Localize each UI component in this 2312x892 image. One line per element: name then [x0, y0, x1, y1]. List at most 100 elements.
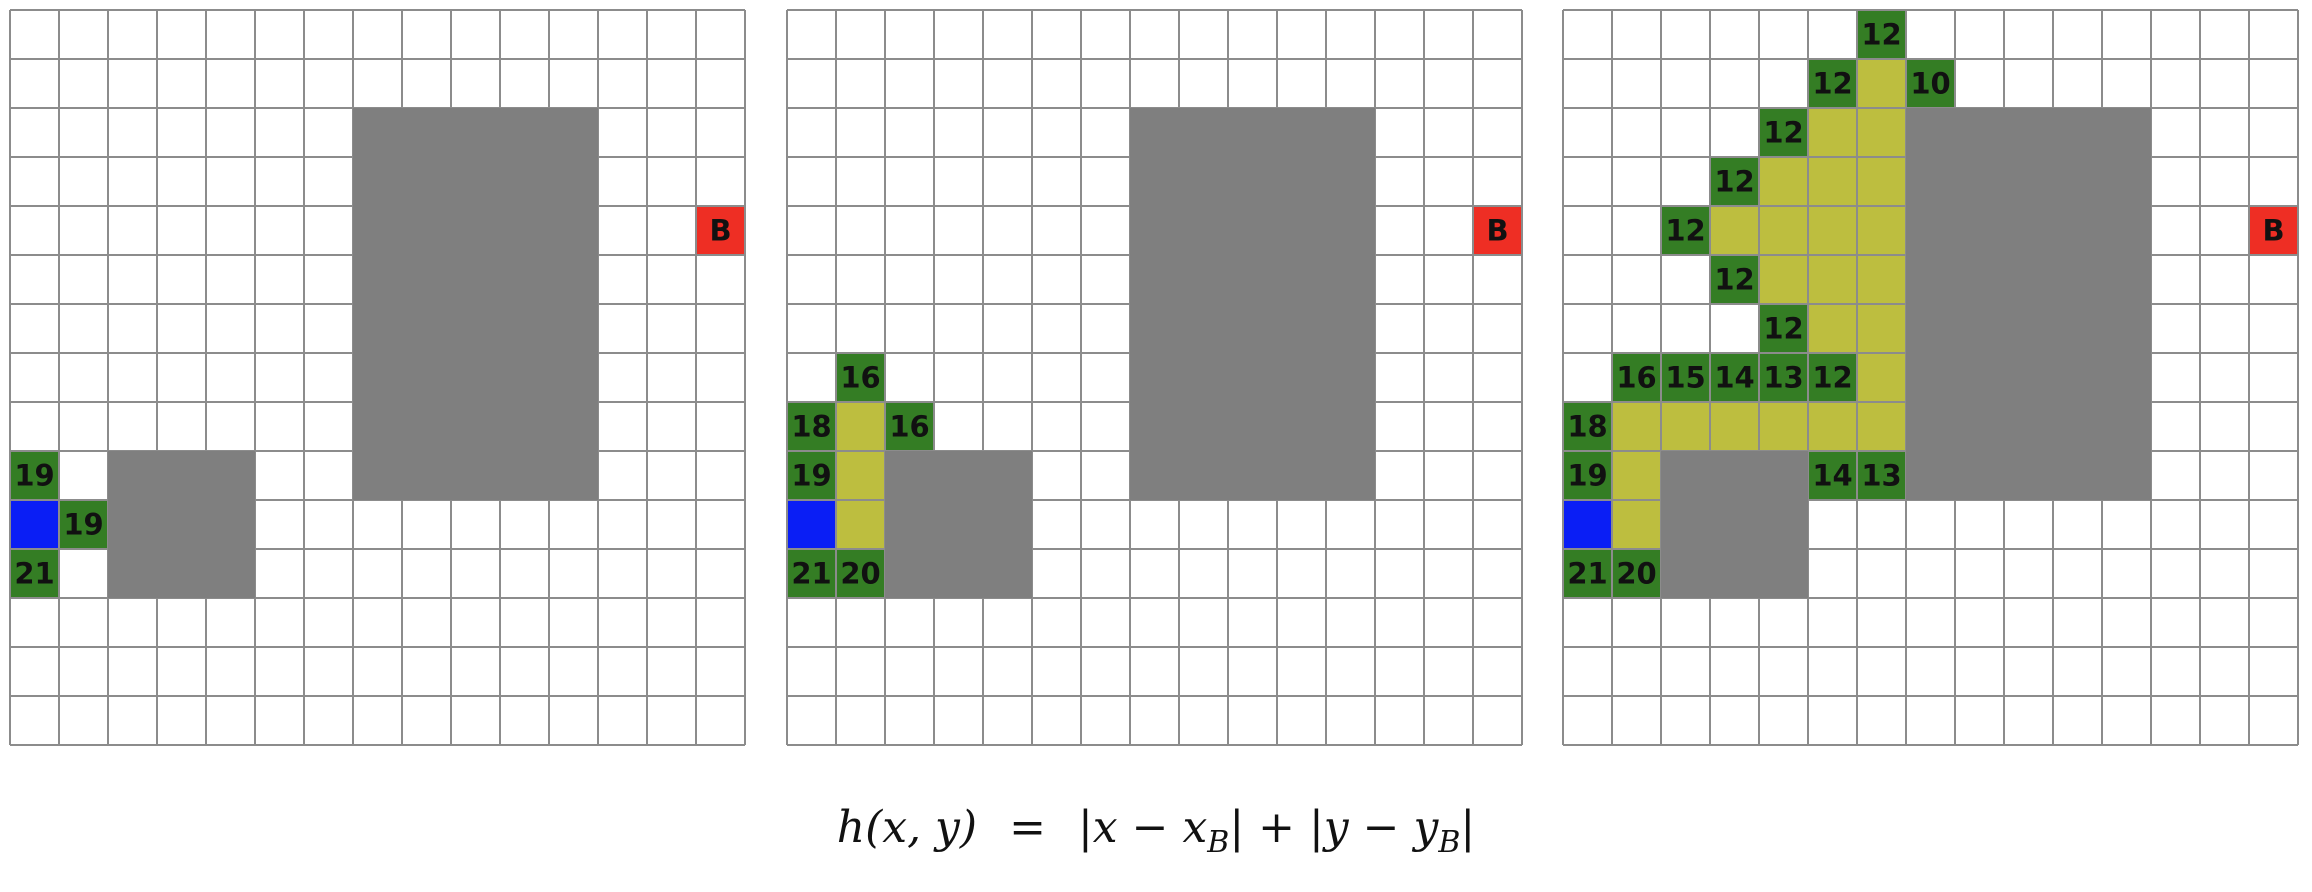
- frontier-cell: [1808, 353, 1857, 402]
- explored-cell: [836, 402, 885, 451]
- obstacle-block: [885, 451, 1032, 598]
- explored-cell: [1612, 451, 1661, 500]
- heuristic-value-label: 14: [1714, 361, 1754, 395]
- heuristic-value-label: 16: [840, 361, 880, 395]
- frontier-cell: [1710, 157, 1759, 206]
- frontier-cell: [885, 402, 934, 451]
- goal-cell: [696, 206, 745, 255]
- explored-cell: [1808, 255, 1857, 304]
- goal-cell: [2249, 206, 2298, 255]
- heuristic-value-label: 12: [1763, 312, 1803, 346]
- explored-cell: [1857, 157, 1906, 206]
- frontier-cell: [1661, 353, 1710, 402]
- frontier-cell: [10, 451, 59, 500]
- obstacle-block: [1906, 108, 2151, 500]
- heuristic-value-label: 12: [1763, 116, 1803, 150]
- frontier-cell: [1612, 549, 1661, 598]
- explored-cell: [1857, 255, 1906, 304]
- explored-cell: [1612, 402, 1661, 451]
- explored-cell: [1710, 402, 1759, 451]
- explored-cell: [1759, 255, 1808, 304]
- heuristic-value-label: 18: [1567, 410, 1607, 444]
- explored-cell: [836, 500, 885, 549]
- frontier-cell: [1857, 10, 1906, 59]
- goal-label: B: [709, 214, 731, 248]
- explored-cell: [1808, 402, 1857, 451]
- heuristic-value-label: 15: [1665, 361, 1705, 395]
- heuristic-value-label: 20: [1616, 557, 1656, 591]
- heuristic-value-label: 18: [791, 410, 831, 444]
- heuristic-formula: h(x, y) = |x − xB| + |y − yB|: [837, 802, 1475, 860]
- heuristic-value-label: 19: [1567, 459, 1607, 493]
- explored-cell: [1857, 108, 1906, 157]
- start-cell: [787, 500, 836, 549]
- explored-cell: [1857, 206, 1906, 255]
- frontier-cell: [836, 549, 885, 598]
- start-cell: [10, 500, 59, 549]
- heuristic-value-label: 14: [1812, 459, 1852, 493]
- explored-cell: [1759, 402, 1808, 451]
- explored-cell: [1808, 157, 1857, 206]
- frontier-cell: [1710, 353, 1759, 402]
- heuristic-value-label: 19: [14, 459, 54, 493]
- explored-cell: [1857, 59, 1906, 108]
- panel-step-1: 19 19 21 B: [9, 9, 746, 746]
- frontier-cell: [1759, 108, 1808, 157]
- heuristic-value-label: 19: [63, 508, 103, 542]
- obstacle-block: [1661, 451, 1808, 598]
- heuristic-value-label: 12: [1861, 18, 1901, 52]
- explored-cell: [1857, 304, 1906, 353]
- heuristic-value-label: 20: [840, 557, 880, 591]
- frontier-cell: [1563, 451, 1612, 500]
- goal-label: B: [2262, 214, 2284, 248]
- heuristic-value-label: 12: [1812, 361, 1852, 395]
- frontier-cell: [1563, 549, 1612, 598]
- formula-term-x: |x − x: [1078, 802, 1207, 853]
- formula-plus-term-y: | + |y − y: [1229, 802, 1439, 853]
- formula-lhs: h(x, y): [837, 802, 977, 853]
- formula-equals: =: [1009, 802, 1046, 853]
- formula-close: |: [1460, 802, 1475, 853]
- explored-cell: [1710, 206, 1759, 255]
- goal-cell: [1473, 206, 1522, 255]
- heuristic-value-label: 10: [1910, 67, 1950, 101]
- explored-cell: [1857, 402, 1906, 451]
- explored-cell: [1612, 500, 1661, 549]
- frontier-cell: [1612, 353, 1661, 402]
- heuristic-value-label: 21: [14, 557, 54, 591]
- heuristic-value-label: 12: [1714, 263, 1754, 297]
- heuristic-value-label: 13: [1861, 459, 1901, 493]
- frontier-cell: [1661, 206, 1710, 255]
- explored-cell: [1857, 353, 1906, 402]
- explored-cell: [1661, 402, 1710, 451]
- obstacle-block: [353, 108, 598, 500]
- explored-cell: [1808, 108, 1857, 157]
- heuristic-value-label: 12: [1714, 165, 1754, 199]
- heuristic-value-label: 16: [889, 410, 929, 444]
- heuristic-value-label: 13: [1763, 361, 1803, 395]
- frontier-cell: [787, 549, 836, 598]
- frontier-cell: [59, 500, 108, 549]
- start-cell: [1563, 500, 1612, 549]
- frontier-cell: [787, 402, 836, 451]
- frontier-cell: [836, 353, 885, 402]
- frontier-cell: [1808, 451, 1857, 500]
- frontier-cell: [1759, 304, 1808, 353]
- formula-subscript-1: B: [1206, 825, 1229, 860]
- explored-cell: [1808, 304, 1857, 353]
- formula-subscript-2: B: [1437, 825, 1460, 860]
- explored-cell: [1759, 157, 1808, 206]
- frontier-cell: [1906, 59, 1955, 108]
- frontier-cell: [1759, 353, 1808, 402]
- goal-label: B: [1486, 214, 1508, 248]
- heuristic-value-label: 21: [1567, 557, 1607, 591]
- frontier-cell: [1857, 451, 1906, 500]
- frontier-cell: [10, 549, 59, 598]
- explored-cell: [1759, 206, 1808, 255]
- heuristic-value-label: 12: [1812, 67, 1852, 101]
- heuristic-value-label: 21: [791, 557, 831, 591]
